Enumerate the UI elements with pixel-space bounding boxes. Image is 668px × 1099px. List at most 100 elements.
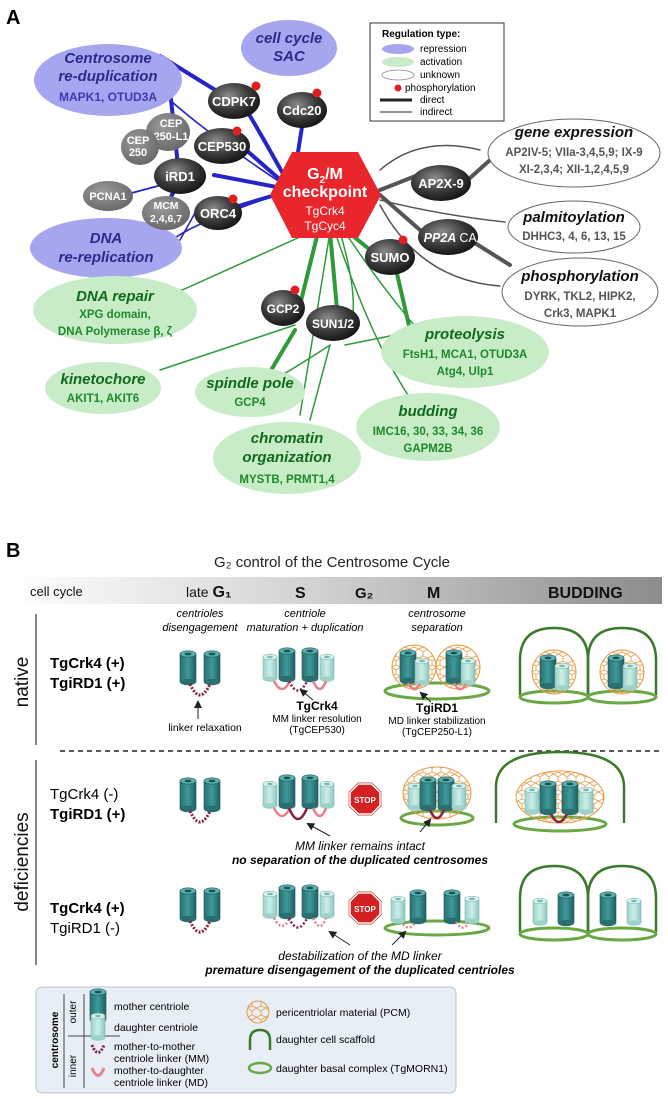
- group-palmitoylation: palmitoylation DHHC3, 4, 6, 13, 15: [507, 200, 641, 254]
- phospho-dot: [228, 194, 238, 204]
- palm-items: DHHC3, 4, 6, 13, 15: [522, 231, 626, 243]
- svg-text:CEP530: CEP530: [198, 139, 246, 154]
- def1-crk4: TgCrk4 (-): [50, 786, 118, 803]
- legend-activation: activation: [420, 57, 462, 68]
- proteolysis-items-2: Atg4, Ulp1: [437, 366, 494, 378]
- native-crk4: TgCrk4 (+): [50, 655, 125, 672]
- node-cep250: CEP 250: [121, 129, 159, 165]
- def1-ird1: TgiRD1 (+): [50, 806, 125, 823]
- header-separation-2: separation: [411, 622, 462, 634]
- node-mcm: MCM 2,4,6,7: [142, 196, 190, 230]
- centrosome-legend: centrosome outer inner mother centriole …: [35, 986, 457, 1094]
- sac-title-1: cell cycle: [256, 30, 323, 47]
- node-gcp2: GCP2: [261, 285, 305, 326]
- svg-text:250-L1: 250-L1: [154, 131, 189, 143]
- budding-items-2: GAPM2B: [403, 443, 452, 455]
- cell-cycle-bar: cell cycle late G₁ S G₂ M BUDDING: [10, 577, 662, 604]
- node-orc4: ORC4: [194, 194, 242, 230]
- cell-cycle-label: cell cycle: [30, 584, 83, 599]
- node-sun12: SUN1/2: [306, 305, 360, 341]
- group-phosphorylation: phosphorylation DYRK, TKL2, HIPK2, Crk3,…: [501, 257, 659, 327]
- deficiencies-section-label: deficiencies: [12, 812, 33, 911]
- gene-items-2: XI-2,3,4; XII-1,2,4,5,9: [519, 164, 629, 176]
- phos-items-1: DYRK, TKL2, HIPK2,: [524, 291, 635, 303]
- checkpoint-title: checkpoint: [283, 184, 368, 201]
- group-centrosome-reduplication: Centrosome re-duplication MAPK1, OTUD3A: [34, 44, 182, 116]
- group-chromatin: chromatin organization MYSTB, PRMT1,4: [213, 422, 361, 494]
- legend-repression: repression: [420, 44, 467, 55]
- def1-note-1: MM linker remains intact: [295, 839, 426, 853]
- node-pcna1: PCNA1: [83, 181, 133, 211]
- legend-md-1: mother-to-daughter: [114, 1065, 204, 1077]
- legend-mm-1: mother-to-mother: [114, 1041, 196, 1053]
- svg-text:late G₁: late G₁: [186, 584, 232, 601]
- panel-b-letter: B: [6, 540, 20, 562]
- proteolysis-items-1: FtsH1, MCA1, OTUD3A: [403, 349, 528, 361]
- phospho-dot: [251, 81, 261, 91]
- panel-a-letter: A: [6, 7, 20, 29]
- svg-text:PP2A: PP2A: [424, 231, 457, 245]
- group-proteolysis: proteolysis FtsH1, MCA1, OTUD3A Atg4, Ul…: [381, 316, 549, 388]
- svg-text:2,4,6,7: 2,4,6,7: [150, 213, 182, 225]
- checkpoint-sub: 2: [320, 175, 326, 186]
- native-section-label: native: [12, 657, 33, 708]
- stop-label-1: STOP: [354, 796, 376, 805]
- phos-title: phosphorylation: [520, 268, 639, 285]
- phospho-dot: [232, 126, 242, 136]
- def2-ird1: TgiRD1 (-): [50, 920, 120, 937]
- legend-mm-2: centriole linker (MM): [114, 1053, 209, 1065]
- legend-unknown-swatch: [381, 69, 415, 81]
- svg-text:CEP: CEP: [160, 118, 183, 130]
- spindle-items: GCP4: [234, 397, 266, 409]
- kinetochore-items: AKIT1, AKIT6: [67, 393, 139, 405]
- dna-repair-items-2: DNA Polymerase β, ζ: [58, 326, 173, 338]
- header-disengagement-1: centrioles: [176, 608, 224, 620]
- svg-text:SUN1/2: SUN1/2: [312, 317, 354, 331]
- header-maturation-2: maturation + duplication: [246, 622, 363, 634]
- centrosome-title-1: Centrosome: [64, 50, 152, 67]
- def2-note-1: destabilization of the MD linker: [278, 949, 442, 963]
- legend-scaffold: daughter cell scaffold: [276, 1034, 375, 1046]
- deficiency-row-2: TgCrk4 (+) TgiRD1 (-) STOP desta: [50, 864, 658, 977]
- checkpoint-crk4: TgCrk4: [305, 204, 345, 218]
- node-ird1: iRD1: [154, 158, 206, 194]
- node-pp2aca: PP2A CA: [418, 219, 478, 255]
- group-cell-cycle-sac: cell cycle SAC: [241, 20, 337, 76]
- g2m-checkpoint-hub: G2/M checkpoint TgCrk4 TgCyc4: [270, 152, 381, 238]
- gene-items-1: AP2IV-5; VIIa-3,4,5,9; IX-9: [505, 147, 642, 159]
- node-cdpk7: CDPK7: [208, 81, 261, 119]
- linker-relaxation-label: linker relaxation: [168, 722, 242, 734]
- legend-md-2: centriole linker (MD): [114, 1077, 208, 1089]
- legend-repression-swatch: [382, 44, 414, 54]
- chromatin-title-1: chromatin: [251, 430, 324, 447]
- legend-activation-swatch: [382, 57, 414, 67]
- svg-text:iRD1: iRD1: [165, 169, 195, 184]
- def2-crk4: TgCrk4 (+): [50, 900, 125, 917]
- svg-text:CA: CA: [459, 231, 477, 245]
- header-separation-1: centrosome: [408, 608, 465, 620]
- legend-basal: daughter basal complex (TgMORN1): [276, 1063, 448, 1075]
- dna-repair-title: DNA repair: [76, 288, 155, 305]
- svg-text:AP2X-9: AP2X-9: [418, 176, 464, 191]
- gene-title: gene expression: [514, 124, 633, 141]
- dna-rerep-title-2: re-replication: [58, 249, 153, 266]
- phase-budding: BUDDING: [548, 585, 623, 602]
- svg-text:GCP2: GCP2: [267, 302, 300, 316]
- budding-title: budding: [398, 403, 457, 420]
- legend-title: Regulation type:: [382, 29, 460, 40]
- panel-b-title: G₂ control of the Centrosome Cycle: [214, 554, 450, 571]
- proteolysis-title: proteolysis: [424, 326, 505, 343]
- svg-text:CDPK7: CDPK7: [212, 94, 256, 109]
- legend-direct: direct: [420, 95, 445, 106]
- stop-label-2: STOP: [354, 905, 376, 914]
- phase-late: late: [186, 584, 212, 600]
- regulation-legend: Regulation type: repression activation u…: [369, 22, 505, 122]
- def1-note-2: no separation of the duplicated centroso…: [232, 853, 488, 867]
- svg-text:MCM: MCM: [153, 200, 178, 212]
- dna-rerep-title-1: DNA: [90, 230, 123, 247]
- native-arrow2-l1: MD linker stabilization: [388, 716, 485, 727]
- node-cep530: CEP530: [194, 126, 250, 164]
- legend-phosphorylation: phosphorylation: [405, 83, 476, 94]
- native-arrow1-l1: MM linker resolution: [272, 714, 361, 725]
